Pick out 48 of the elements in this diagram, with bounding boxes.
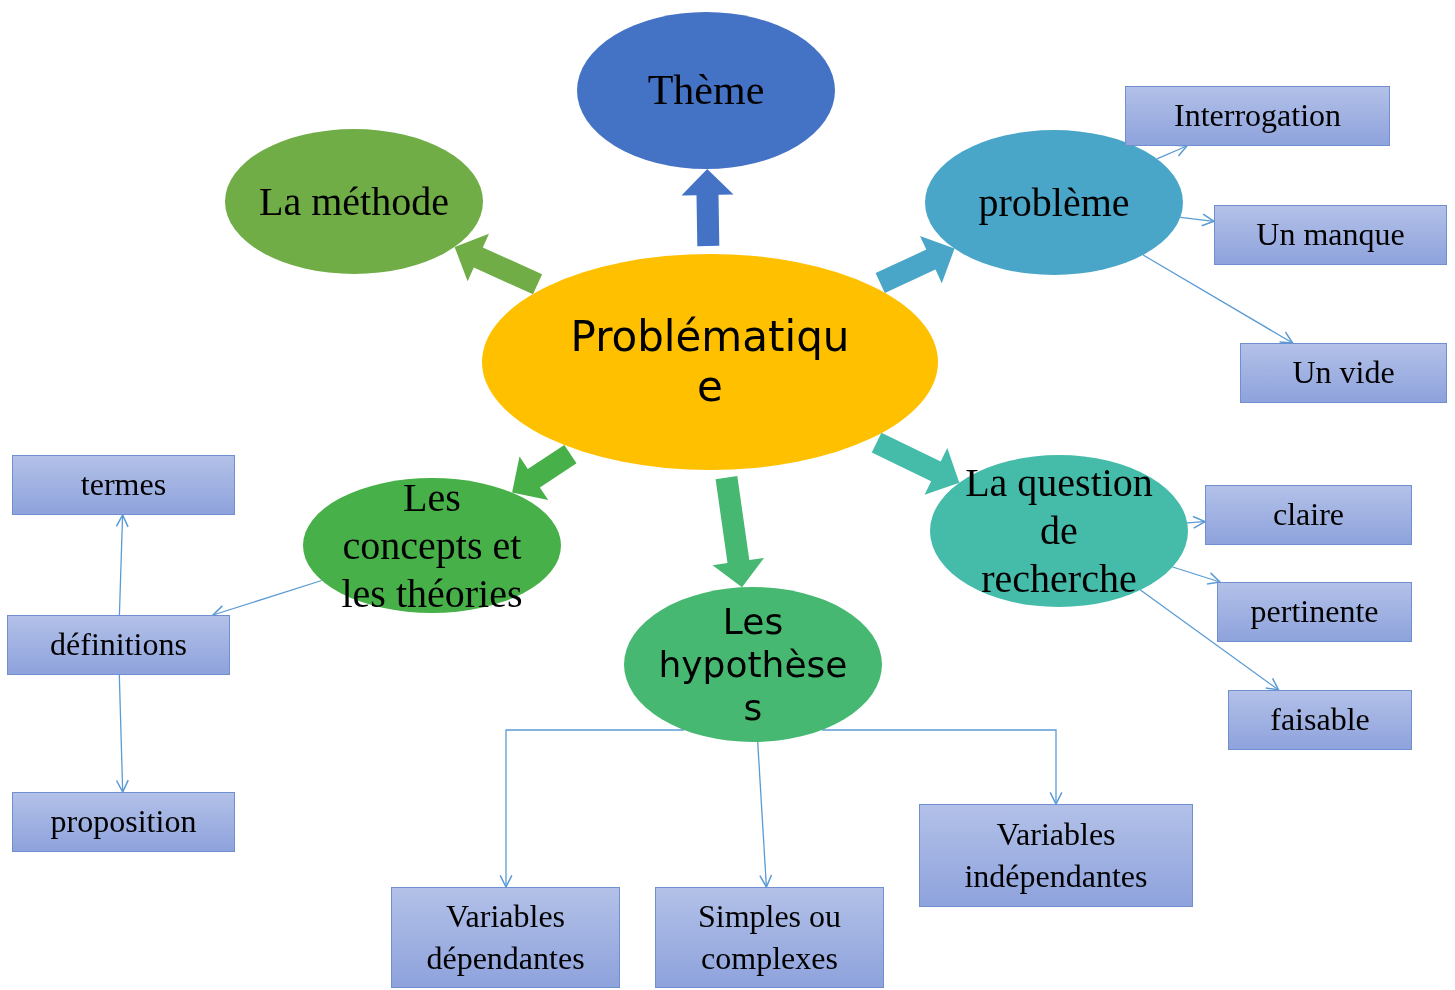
arrow — [1139, 589, 1280, 691]
term-box — [1240, 343, 1447, 403]
term-label: proposition — [50, 802, 197, 842]
arrow — [115, 514, 129, 616]
node-label: Problématique — [569, 311, 851, 413]
block-arrow — [875, 236, 955, 294]
term-label: faisable — [1270, 700, 1370, 740]
term-box — [1228, 690, 1412, 750]
arrow — [821, 729, 1063, 805]
block-arrow — [681, 169, 734, 247]
term-box — [1217, 582, 1412, 642]
arrow — [1142, 254, 1294, 344]
node-label: La question de recherche — [964, 459, 1154, 603]
term-box — [391, 887, 620, 988]
arrow — [1179, 213, 1215, 227]
term-box — [1205, 485, 1412, 545]
node-label: Les concepts et les théories — [340, 473, 524, 618]
arrow — [1171, 566, 1221, 585]
term-label: Simples ou complexes — [696, 896, 843, 978]
term-label: pertinente — [1250, 592, 1379, 632]
node-label: Thème — [646, 66, 766, 116]
term-box — [12, 792, 235, 852]
block-arrow — [871, 432, 960, 495]
term-box — [7, 615, 230, 675]
term-label: Variables indépendantes — [963, 814, 1149, 896]
node-label: La méthode — [258, 177, 450, 226]
term-label: Un manque — [1256, 215, 1405, 255]
term-label: Interrogation — [1173, 96, 1341, 136]
term-label: termes — [80, 465, 167, 505]
block-arrow — [712, 476, 765, 588]
arrow — [1186, 515, 1206, 529]
term-box — [919, 804, 1193, 907]
term-box — [12, 455, 235, 515]
arrow — [115, 674, 129, 793]
term-box — [1214, 205, 1447, 265]
term-label: Variables dépendantes — [425, 896, 586, 978]
node-label: Les hypothèses — [657, 599, 849, 730]
arrow — [1156, 144, 1188, 160]
block-arrow — [454, 233, 543, 295]
term-label: claire — [1272, 495, 1344, 535]
arrow — [757, 741, 773, 888]
block-arrow — [512, 445, 577, 500]
term-box — [1125, 86, 1390, 146]
node-label: problème — [977, 178, 1131, 227]
arrow — [499, 729, 685, 888]
term-label: Un vide — [1292, 353, 1395, 393]
term-box — [655, 887, 884, 988]
term-label: définitions — [50, 625, 187, 665]
